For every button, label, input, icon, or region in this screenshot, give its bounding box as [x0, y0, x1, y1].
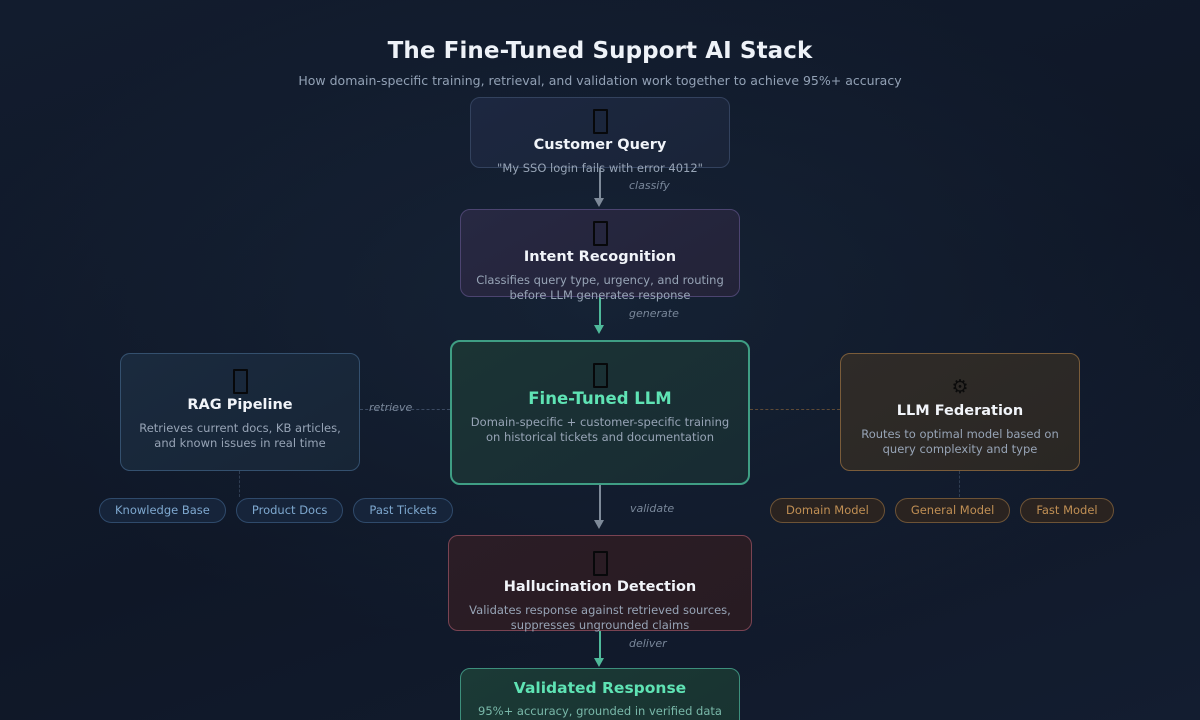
edge-label-deliver: deliver: [629, 637, 667, 650]
missing-glyph-icon: [452, 362, 748, 388]
edge-label-retrieve: retrieve: [369, 401, 413, 414]
chip-row-rag-sources: Knowledge Base Product Docs Past Tickets: [99, 498, 454, 523]
edge-arrow-generate: [594, 325, 604, 334]
edge-line-deliver: [599, 631, 601, 663]
edge-line-validate: [599, 485, 601, 525]
node-description: Classifies query type, urgency, and rout…: [476, 273, 724, 302]
missing-glyph-icon: [471, 108, 729, 134]
page-header: The Fine-Tuned Support AI Stack How doma…: [0, 38, 1200, 88]
node-validated-response[interactable]: Validated Response 95%+ accuracy, ground…: [460, 668, 740, 720]
edge-line-retrieve: [360, 409, 450, 410]
node-title: Customer Query: [533, 137, 667, 153]
gear-icon: ⚙: [951, 376, 969, 398]
edge-line-classify: [599, 168, 601, 201]
node-description: Routes to optimal model based on query c…: [861, 427, 1059, 456]
edge-arrow-deliver: [594, 658, 604, 667]
chip-domain-model[interactable]: Domain Model: [770, 498, 885, 523]
edge-line-select: [750, 409, 840, 410]
chip-fast-model[interactable]: Fast Model: [1020, 498, 1114, 523]
node-title: Validated Response: [513, 679, 687, 697]
chip-stem-right: [959, 471, 960, 497]
edge-label-classify: classify: [629, 179, 670, 192]
chip-knowledge-base[interactable]: Knowledge Base: [99, 498, 226, 523]
node-description: "My SSO login fails with error 4012": [497, 161, 703, 175]
node-title: Fine-Tuned LLM: [528, 389, 672, 408]
edge-arrow-classify: [594, 198, 604, 207]
node-title: Intent Recognition: [523, 249, 677, 265]
node-intent-recognition[interactable]: Intent Recognition Classifies query type…: [460, 209, 740, 302]
chip-general-model[interactable]: General Model: [894, 498, 1011, 523]
chip-row-federation-models: Domain Model General Model Fast Model: [770, 498, 1114, 523]
chip-stem-left: [239, 471, 240, 497]
node-title: Hallucination Detection: [503, 579, 697, 595]
missing-glyph-icon: [121, 368, 359, 394]
missing-glyph-icon: [449, 550, 751, 576]
node-fine-tuned-llm[interactable]: Fine-Tuned LLM Domain-specific + custome…: [450, 340, 750, 485]
edge-line-generate: [599, 297, 601, 329]
chip-product-docs[interactable]: Product Docs: [235, 498, 344, 523]
node-rag-pipeline[interactable]: RAG Pipeline Retrieves current docs, KB …: [120, 353, 360, 471]
node-description: Domain-specific + customer-specific trai…: [470, 415, 730, 444]
node-description: 95%+ accuracy, grounded in verified data: [478, 704, 722, 718]
edge-label-generate: generate: [629, 307, 679, 320]
edge-arrow-validate: [594, 520, 604, 529]
node-hallucination-detection[interactable]: Hallucination Detection Validates respon…: [448, 535, 752, 632]
node-llm-federation[interactable]: ⚙ LLM Federation Routes to optimal model…: [840, 353, 1080, 471]
node-description: Retrieves current docs, KB articles, and…: [139, 421, 341, 450]
node-title: RAG Pipeline: [187, 397, 293, 413]
node-title: LLM Federation: [896, 403, 1024, 419]
edge-label-validate: validate: [630, 502, 675, 515]
node-customer-query[interactable]: Customer Query "My SSO login fails with …: [470, 97, 730, 175]
node-description: Validates response against retrieved sou…: [469, 603, 731, 632]
missing-glyph-icon: [461, 220, 739, 246]
page-title: The Fine-Tuned Support AI Stack: [387, 38, 813, 64]
chip-past-tickets[interactable]: Past Tickets: [353, 498, 454, 523]
page-subtitle: How domain-specific training, retrieval,…: [298, 73, 902, 88]
